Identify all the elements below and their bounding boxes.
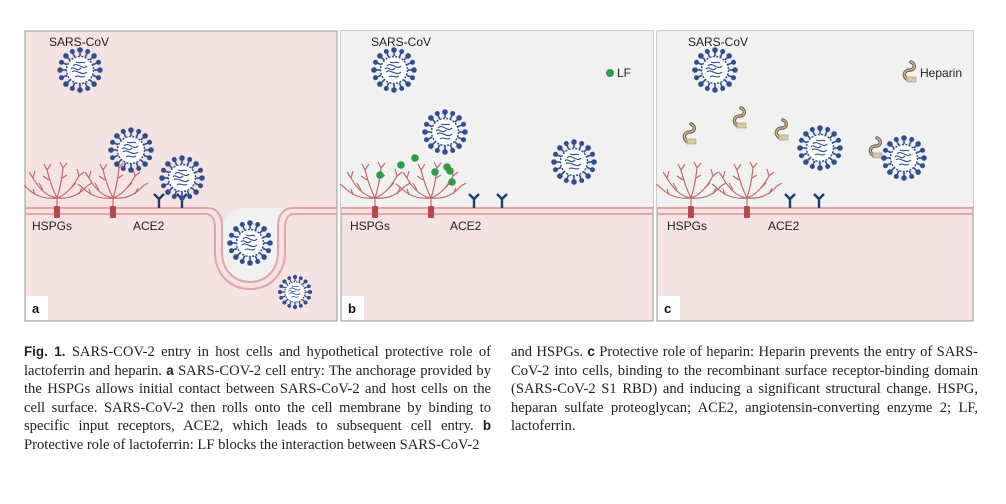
panel-a-virus-label: SARS-CoV — [49, 35, 109, 49]
panel-b: SARS-CoV LF HSPGs ACE2 b — [339, 30, 654, 322]
caption-a-label: a — [166, 362, 174, 378]
caption-b-label: b — [482, 418, 491, 434]
caption-intro: SARS-COV-2 entry in host cells and hypot… — [24, 344, 491, 379]
panel-a: SARS-CoV HSPGs ACE2 a — [24, 30, 338, 322]
panel-c-letter: c — [664, 301, 671, 316]
figure-illustration: SARS-CoV HSPGs ACE2 a SARS-CoV LF — [24, 30, 974, 322]
caption-b-text-continued: and HSPGs. — [511, 344, 588, 360]
panel-c-ace2-label: ACE2 — [768, 219, 800, 233]
panel-b-virus-label: SARS-CoV — [371, 35, 431, 49]
caption-left-column: Fig. 1. SARS-COV-2 entry in host cells a… — [24, 343, 491, 455]
panel-b-letter: b — [348, 301, 356, 316]
panel-c-legend-label: Heparin — [920, 66, 962, 80]
caption-a-text: SARS-COV-2 cell entry: The anchorage pro… — [24, 362, 492, 435]
panel-b-legend-label: LF — [617, 66, 631, 80]
caption-c-label: c — [587, 344, 595, 359]
panel-a-letter: a — [32, 301, 40, 316]
panel-c-hspg-label: HSPGs — [667, 219, 707, 233]
figure-label: Fig. 1. — [24, 344, 66, 359]
caption-b-text: Protective role of lactoferrin: LF block… — [24, 436, 480, 453]
panel-c: SARS-CoV Heparin HSPGs ACE2 c — [655, 30, 974, 322]
lf-molecules — [376, 154, 456, 186]
panel-a-hspg-label: HSPGs — [32, 219, 72, 233]
panel-b-hspg-label: HSPGs — [350, 219, 390, 233]
panel-b-ace2-label: ACE2 — [450, 219, 482, 233]
panel-c-virus-label: SARS-CoV — [688, 35, 748, 49]
caption-right-column: and HSPGs. c Protective role of heparin:… — [511, 343, 978, 436]
lf-legend-dot — [606, 69, 614, 77]
caption-c-text: Protective role of heparin: Heparin prev… — [511, 344, 978, 435]
panel-a-ace2-label: ACE2 — [133, 219, 165, 233]
